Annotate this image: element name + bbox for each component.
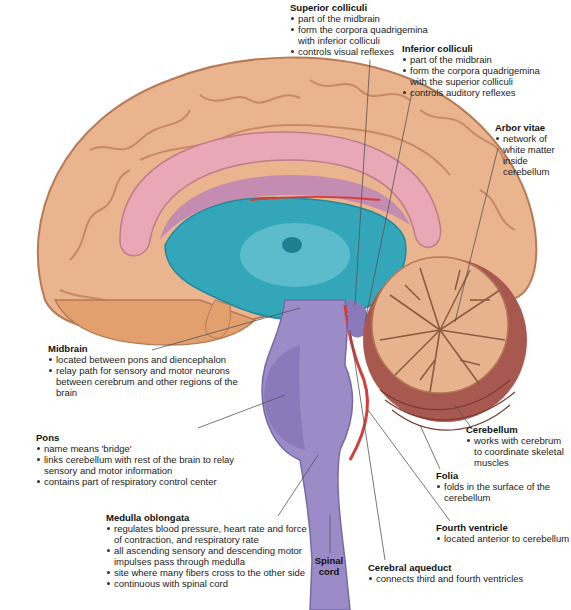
callout: Spinal cord (306, 555, 352, 577)
part-name: Medulla oblongata (106, 512, 311, 523)
part-name: Inferior colliculi (402, 43, 547, 54)
bullet-dot (37, 447, 40, 450)
callout: Cerebral aqueductconnects third and four… (368, 562, 558, 584)
bullet-dot (403, 58, 406, 61)
part-note: links cerebellum with rest of the brain … (44, 454, 241, 476)
callout: Arbor vitaenetwork of white matter insid… (495, 122, 569, 177)
bullet-item: part of the midbrain (402, 54, 547, 65)
pituitary (206, 300, 231, 338)
callout: Cerebellumworks with cerebrum to coordin… (466, 424, 570, 468)
bullet-item: site where many fibers cross to the othe… (106, 567, 311, 578)
part-note: name means 'bridge' (44, 443, 241, 454)
bullet-dot (49, 358, 52, 361)
callout: Foliafolds in the surface of the cerebel… (436, 470, 556, 503)
bullet-dot (107, 549, 110, 552)
bullet-item: form the corpora quadrigemina with the s… (402, 65, 547, 87)
bullet-dot (107, 571, 110, 574)
temporal-lobe (55, 300, 255, 345)
part-name: Pons (36, 432, 241, 443)
bullet-item: name means 'bridge' (36, 443, 241, 454)
part-note: works with cerebrum to coordinate skelet… (474, 435, 570, 468)
bullet-item: folds in the surface of the cerebellum (436, 481, 556, 503)
bullet-dot (49, 369, 52, 372)
part-name: Midbrain (48, 343, 238, 354)
part-note: controls auditory reflexes (410, 87, 547, 98)
callout: Medulla oblongataregulates blood pressur… (106, 512, 311, 589)
part-note: folds in the surface of the cerebellum (444, 481, 556, 503)
callout: Fourth ventriclelocated anterior to cere… (436, 522, 571, 544)
part-note: connects third and fourth ventricles (376, 573, 558, 584)
bullet-item: continuous with spinal cord (106, 578, 311, 589)
part-name: Superior colliculi (290, 2, 440, 13)
cerebellum (363, 258, 527, 422)
part-note: relay path for sensory and motor neurons… (56, 365, 238, 398)
part-note: located anterior to cerebellum (444, 533, 571, 544)
part-note: located between pons and diencephalon (56, 354, 238, 365)
part-name: Arbor vitae (495, 122, 569, 133)
bullet-dot (291, 50, 294, 53)
third-ventricle-line (250, 197, 380, 200)
bullet-dot (467, 439, 470, 442)
bullet-item: works with cerebrum to coordinate skelet… (466, 435, 570, 468)
bullet-item: regulates blood pressure, heart rate and… (106, 523, 311, 545)
arbor-vitae (380, 268, 505, 392)
part-name: Cerebellum (466, 424, 570, 435)
pons-bulge (264, 345, 305, 450)
bullet-dot (107, 582, 110, 585)
callout: Inferior colliculipart of the midbrainfo… (402, 43, 547, 98)
part-note: regulates blood pressure, heart rate and… (114, 523, 311, 545)
bullet-dot (437, 485, 440, 488)
bullet-item: located anterior to cerebellum (436, 533, 571, 544)
callout: Midbrainlocated between pons and diencep… (48, 343, 238, 398)
bullet-dot (437, 537, 440, 540)
part-name: Folia (436, 470, 556, 481)
bullet-dot (37, 480, 40, 483)
folia-lines (380, 380, 515, 430)
bullet-item: connects third and fourth ventricles (368, 573, 558, 584)
bullet-dot (291, 17, 294, 20)
part-note: network of white matter inside cerebellu… (503, 133, 569, 177)
part-name: Spinal cord (306, 555, 352, 577)
part-note: part of the midbrain (410, 54, 547, 65)
bullet-dot (107, 527, 110, 530)
bullet-dot (496, 137, 499, 140)
interthalamic-adhesion (282, 237, 302, 253)
part-note: continuous with spinal cord (114, 578, 311, 589)
part-note: all ascending sensory and descending mot… (114, 545, 311, 567)
part-name: Fourth ventricle (436, 522, 571, 533)
brainstem (262, 300, 353, 610)
part-note: contains part of respiratory control cen… (44, 476, 241, 487)
callout: Ponsname means 'bridge'links cerebellum … (36, 432, 241, 487)
part-note: site where many fibers cross to the othe… (114, 567, 311, 578)
bullet-dot (37, 458, 40, 461)
part-note: form the corpora quadrigemina with infer… (298, 24, 440, 46)
bullet-item: part of the midbrain (290, 13, 440, 24)
bullet-dot (403, 69, 406, 72)
part-note: form the corpora quadrigemina with the s… (410, 65, 547, 87)
part-name: Cerebral aqueduct (368, 562, 558, 573)
bullet-item: links cerebellum with rest of the brain … (36, 454, 241, 476)
bullet-item: network of white matter inside cerebellu… (495, 133, 569, 177)
bullet-dot (369, 577, 372, 580)
bullet-item: all ascending sensory and descending mot… (106, 545, 311, 567)
part-note: part of the midbrain (298, 13, 440, 24)
bullet-dot (291, 28, 294, 31)
bullet-item: relay path for sensory and motor neurons… (48, 365, 238, 398)
bullet-dot (403, 91, 406, 94)
bullet-item: form the corpora quadrigemina with infer… (290, 24, 440, 46)
cerebellum-upper (372, 257, 508, 393)
bullet-item: controls auditory reflexes (402, 87, 547, 98)
bullet-item: located between pons and diencephalon (48, 354, 238, 365)
bullet-item: contains part of respiratory control cen… (36, 476, 241, 487)
thalamus (240, 223, 350, 287)
